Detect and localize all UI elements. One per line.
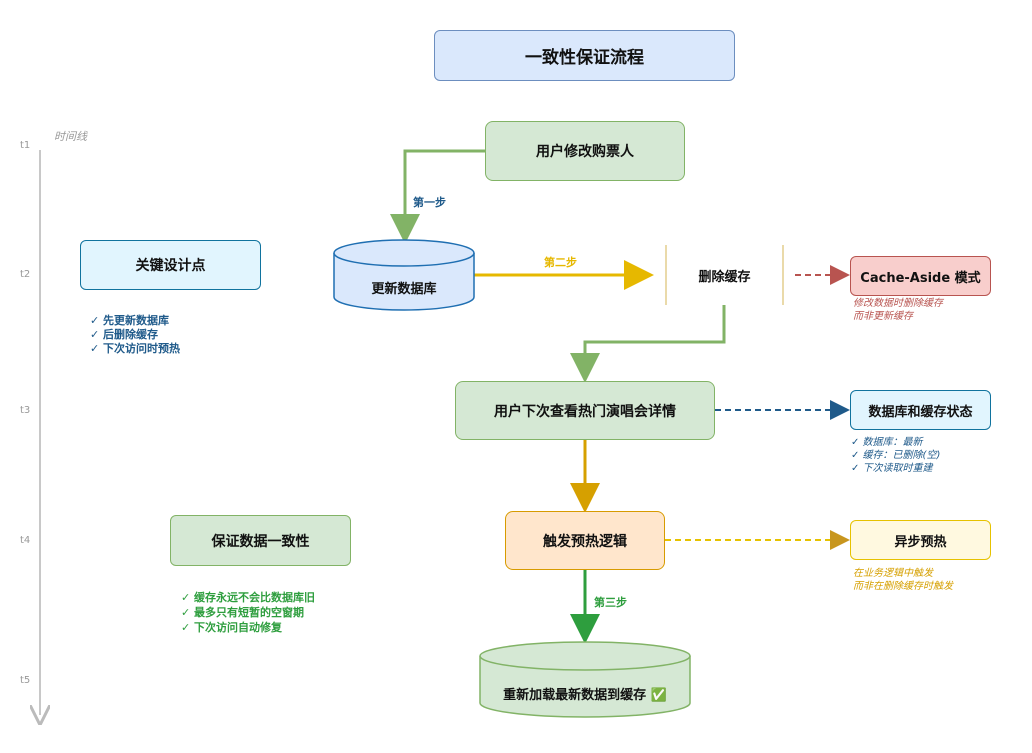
edge-label-step1: 第一步 (413, 196, 446, 209)
edge-step1 (390, 149, 485, 244)
note-key-design: ✓ 先更新数据库 ✓ 后删除缓存 ✓ 下次访问时预热 (90, 314, 181, 355)
edge-delete-to-view (570, 305, 726, 383)
node-user-next-view: 用户下次查看热门演唱会详情 (455, 381, 715, 440)
note-consistency: ✓ 缓存永远不会比数据库旧 ✓ 最多只有短暂的空窗期 ✓ 下次访问自动修复 (181, 591, 316, 634)
node-async-warmup: 异步预热 (850, 520, 991, 560)
timeline-tick-t5: t5 (20, 675, 31, 686)
timeline-tick-t1: t1 (20, 140, 31, 151)
note-cache-aside: 修改数据时删除缓存 而非更新缓存 (853, 298, 943, 322)
diagram-title: 一致性保证流程 (434, 30, 735, 81)
node-ensure-consistency: 保证数据一致性 (170, 515, 351, 566)
node-reload-latest: 重新加载最新数据到缓存 ✅ (503, 687, 667, 703)
timeline-tick-t3: t3 (20, 405, 31, 416)
node-db-cache-state: 数据库和缓存状态 (850, 390, 991, 430)
node-update-db: 更新数据库 (371, 281, 437, 297)
timeline-tick-t4: t4 (20, 535, 31, 546)
note-db-cache-state: ✓ 数据库：最新 ✓ 缓存：已删除(空) ✓ 下次读取时重建 (851, 437, 941, 474)
timeline-tick-t2: t2 (20, 269, 31, 280)
edge-label-step2: 第二步 (544, 256, 577, 269)
node-user-modify: 用户修改购票人 (485, 121, 685, 181)
note-async-warmup: 在业务逻辑中触发 而非在删除缓存时触发 (853, 568, 953, 592)
node-key-design: 关键设计点 (80, 240, 261, 290)
timeline-label: 时间线 (54, 130, 87, 143)
edge-label-step3: 第三步 (594, 596, 627, 609)
cylinder-update-db (333, 239, 475, 311)
node-trigger-warmup: 触发预热逻辑 (505, 511, 665, 570)
node-cache-aside: Cache-Aside 模式 (850, 256, 991, 296)
cylinder-reload (479, 641, 691, 718)
